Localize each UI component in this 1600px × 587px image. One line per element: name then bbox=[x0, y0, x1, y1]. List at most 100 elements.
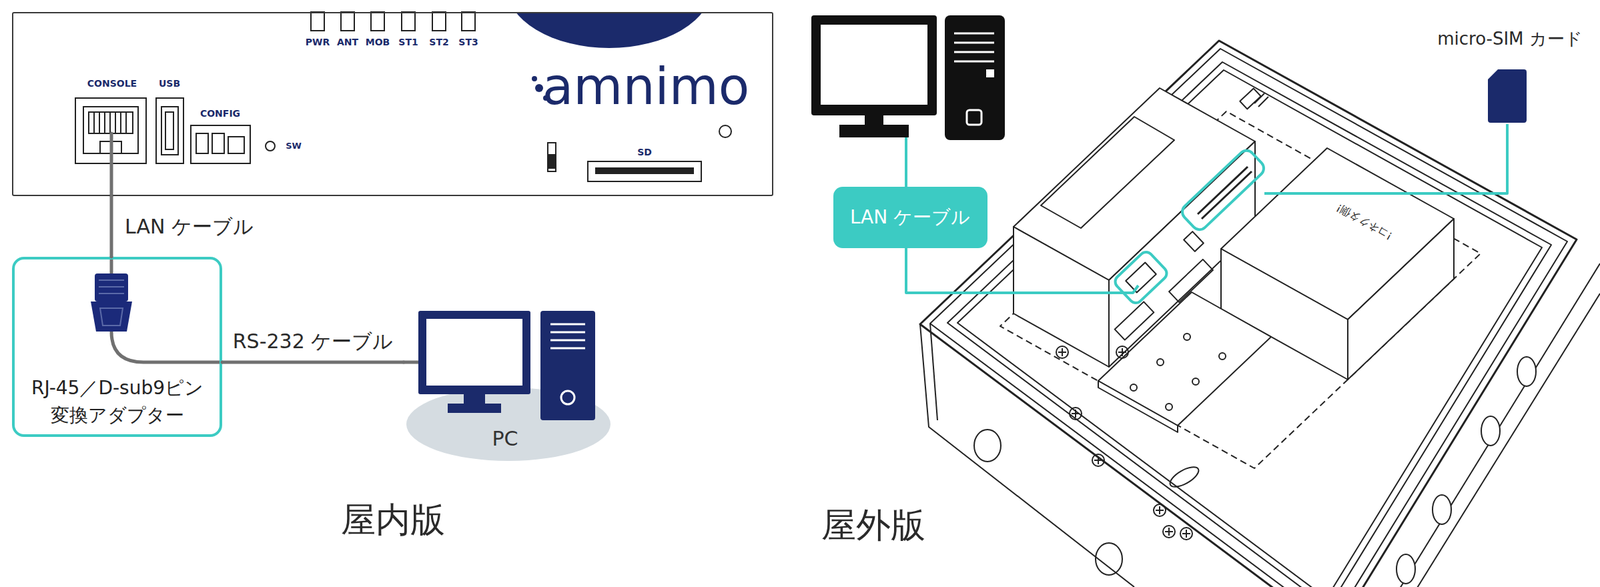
enclosure-illustration bbox=[1164, 527, 1173, 536]
cable-line bbox=[111, 133, 419, 363]
enclosure-illustration bbox=[1156, 358, 1164, 366]
panel-art bbox=[165, 112, 174, 150]
leader-line bbox=[1112, 249, 1169, 306]
leader-line bbox=[1178, 147, 1268, 233]
enclosure-illustration bbox=[1000, 111, 1481, 469]
enclosure-illustration bbox=[974, 429, 1001, 462]
pc-illustration bbox=[839, 124, 909, 138]
pc-illustration bbox=[864, 115, 884, 127]
enclosure-illustration bbox=[1481, 416, 1500, 446]
enclosure-illustration bbox=[1162, 525, 1175, 538]
part-label: micro-SIM カード bbox=[1437, 27, 1583, 51]
sim-card bbox=[1487, 69, 1527, 123]
enclosure-illustration bbox=[1197, 166, 1252, 219]
panel-art bbox=[719, 125, 732, 138]
sim-card bbox=[1487, 69, 1527, 123]
enclosure-illustration bbox=[1180, 527, 1193, 540]
enclosure-illustration bbox=[920, 40, 1600, 587]
cable-line bbox=[111, 331, 223, 363]
pc-illustration bbox=[561, 390, 575, 405]
panel-art bbox=[196, 133, 209, 154]
cable-label: LAN ケーブル bbox=[124, 212, 254, 241]
panel-art bbox=[549, 154, 555, 169]
enclosure-illustration bbox=[1254, 93, 1269, 107]
panel-art bbox=[432, 12, 446, 31]
enclosure-illustration bbox=[1013, 226, 1109, 367]
indicator-label: MOB bbox=[365, 35, 391, 49]
brand-logo: amnimo bbox=[542, 50, 750, 124]
pc-terminal: PC bbox=[403, 310, 611, 462]
cable-line bbox=[110, 133, 114, 197]
enclosure-illustration bbox=[957, 70, 1542, 587]
leader-line bbox=[1264, 124, 1508, 194]
enclosure-illustration bbox=[1239, 88, 1261, 110]
dsub-connector bbox=[98, 280, 125, 294]
enclosure-illustration bbox=[1166, 463, 1202, 491]
pc-illustration bbox=[426, 318, 523, 386]
enclosure-illustration bbox=[1130, 384, 1137, 391]
enclosure-illustration bbox=[1095, 543, 1123, 576]
pc-illustration bbox=[811, 15, 1005, 141]
leader-line bbox=[906, 124, 1508, 306]
panel-art bbox=[212, 133, 225, 154]
pc-illustration bbox=[966, 110, 982, 125]
pc-label: PC bbox=[491, 424, 518, 454]
enclosure-illustration bbox=[920, 40, 1577, 587]
enclosure-illustration bbox=[1219, 352, 1226, 360]
dsub-connector bbox=[90, 301, 133, 332]
enclosure-illustration bbox=[1094, 456, 1103, 465]
pc-illustration bbox=[463, 394, 486, 404]
dsub-connector bbox=[94, 273, 129, 302]
enclosure-illustration bbox=[1098, 292, 1272, 426]
pc-illustration bbox=[986, 69, 995, 78]
pc-illustration bbox=[550, 324, 586, 349]
enclosure-illustration bbox=[1118, 348, 1127, 357]
panel-art bbox=[340, 12, 355, 31]
cable-connector bbox=[222, 360, 404, 365]
panel-art bbox=[370, 12, 385, 31]
panel-art bbox=[587, 161, 702, 182]
panel-art bbox=[228, 136, 245, 154]
leader-line bbox=[904, 137, 908, 187]
cable-connector bbox=[110, 196, 114, 257]
indicator-label: ST1 bbox=[398, 35, 418, 49]
indicator-label: ST3 bbox=[458, 35, 478, 49]
enclosure-illustration bbox=[1396, 554, 1416, 584]
panel-art bbox=[401, 12, 416, 31]
enclosure-illustration bbox=[930, 48, 1568, 587]
pc-illustration bbox=[540, 310, 596, 421]
version-title: 屋内版 bbox=[340, 497, 446, 544]
pc-illustration bbox=[820, 24, 928, 105]
panel-art bbox=[547, 142, 556, 172]
pc-illustration bbox=[811, 15, 937, 116]
enclosure-illustration bbox=[1347, 218, 1454, 380]
leader-line bbox=[906, 248, 1139, 293]
pc-illustration bbox=[418, 310, 531, 395]
enclosure-illustration bbox=[1182, 529, 1191, 538]
enclosure-illustration bbox=[947, 62, 1552, 587]
panel-art bbox=[505, 12, 713, 49]
enclosure-illustration bbox=[1192, 378, 1199, 385]
indicator-label: ANT bbox=[336, 35, 359, 49]
panel-art bbox=[461, 12, 476, 31]
pc-illustration bbox=[447, 403, 502, 414]
module-marking: !コネクタ側! bbox=[1333, 200, 1395, 243]
dsub-connector bbox=[100, 308, 123, 326]
enclosure-illustration bbox=[1058, 348, 1067, 357]
slot-label: SD bbox=[637, 145, 652, 159]
enclosure-illustration bbox=[1384, 293, 1600, 587]
cable-line bbox=[403, 360, 419, 365]
version-title: 屋外版 bbox=[821, 502, 926, 550]
enclosure-illustration bbox=[1092, 454, 1105, 467]
enclosure-illustration bbox=[1116, 346, 1129, 359]
enclosure-illustration bbox=[1125, 262, 1157, 293]
enclosure-illustration bbox=[1432, 495, 1452, 525]
enclosure-illustration bbox=[1155, 506, 1164, 515]
enclosure-illustration bbox=[1517, 356, 1536, 387]
dsub-connector bbox=[90, 273, 133, 332]
adapter-name: RJ-45／D-sub9ピン 変換アダプター bbox=[17, 374, 218, 430]
port-label: CONFIG bbox=[200, 106, 241, 121]
cable-tag: LAN ケーブル bbox=[833, 186, 988, 249]
